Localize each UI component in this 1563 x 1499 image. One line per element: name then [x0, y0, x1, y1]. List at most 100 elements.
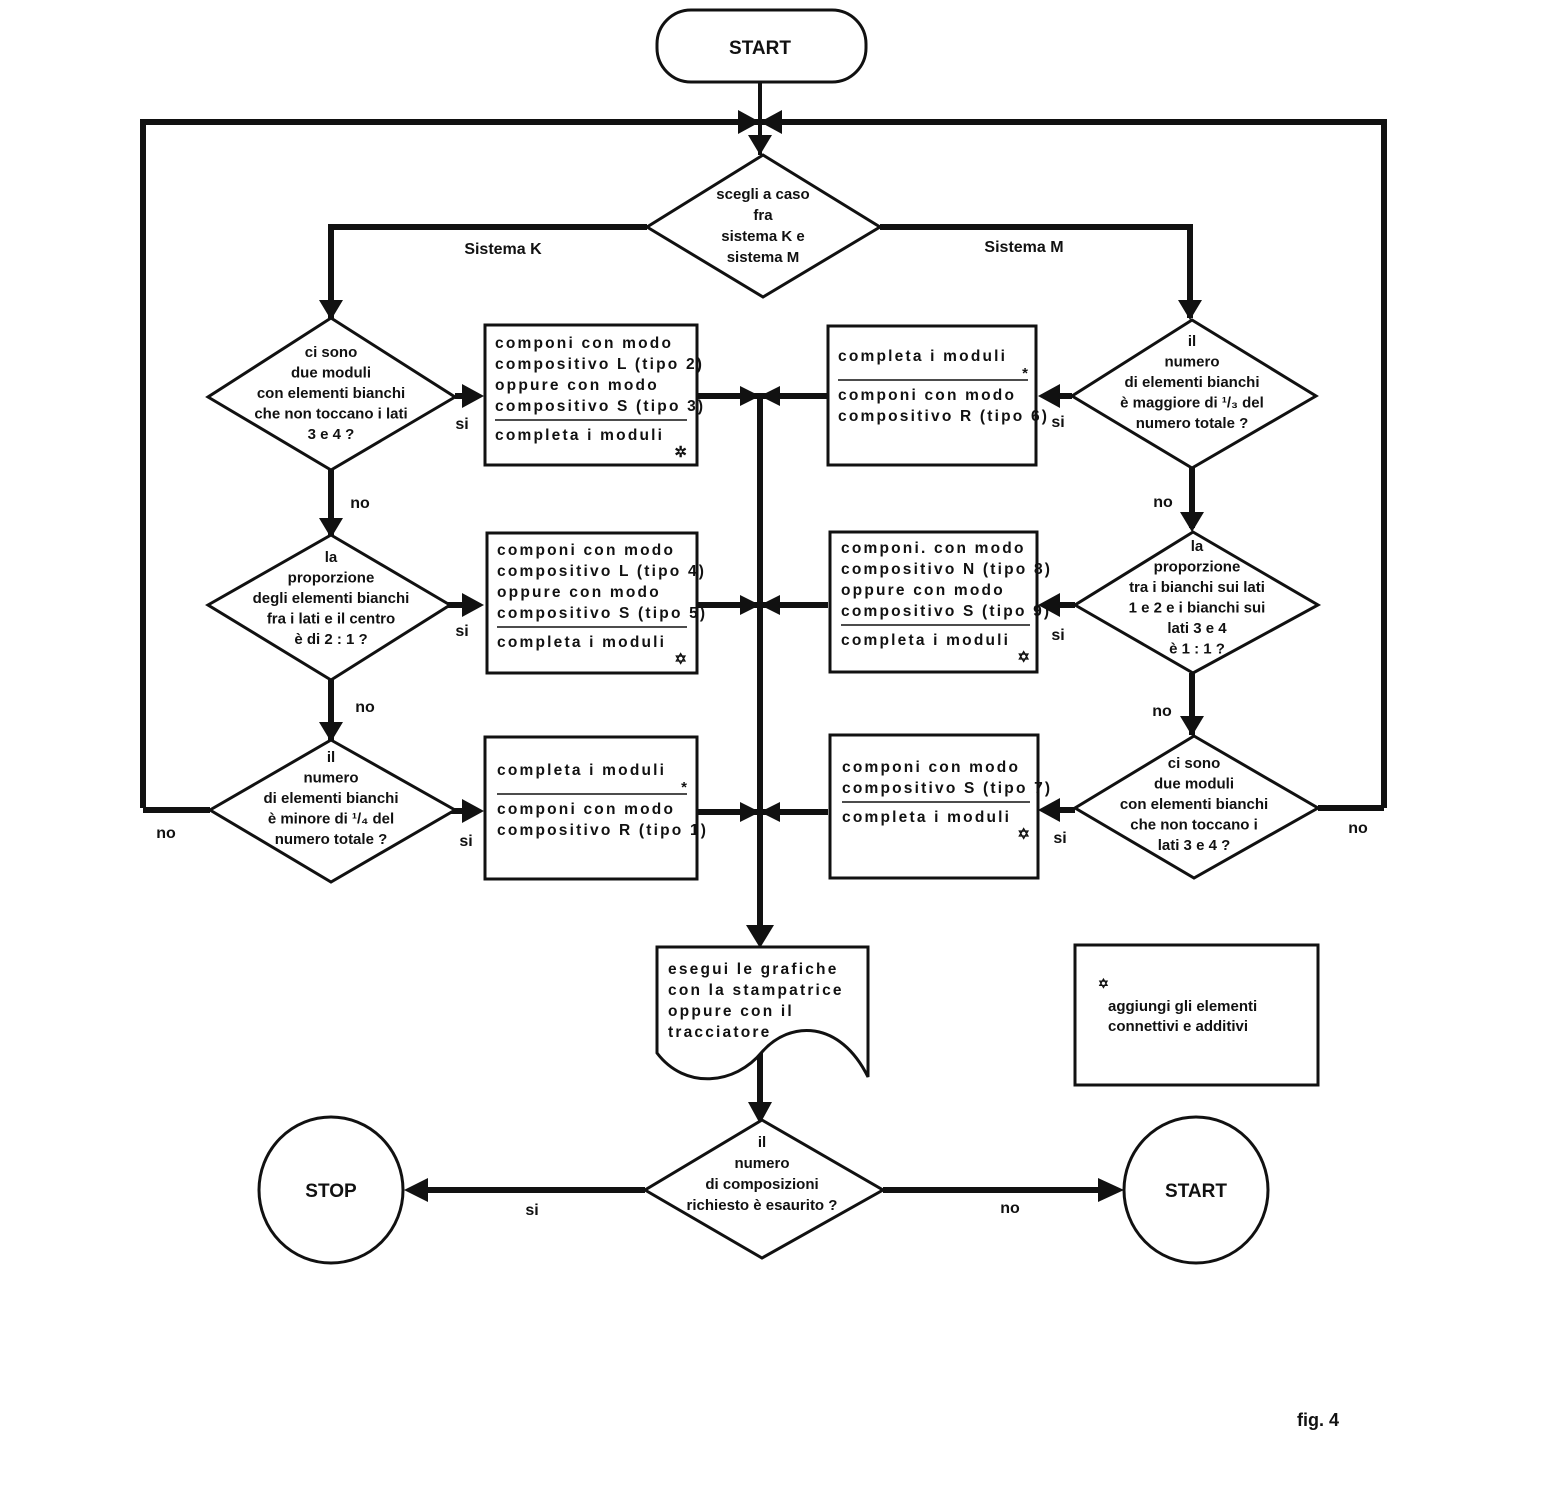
- text-line: il: [327, 749, 335, 766]
- text-line: la: [1191, 538, 1204, 555]
- text-line: il: [758, 1134, 766, 1151]
- text-line: è maggiore di ¹/₃ del: [1120, 395, 1264, 412]
- text-line: numero totale ?: [275, 831, 388, 848]
- restart-terminal: START: [1122, 1115, 1270, 1265]
- text-line: con la stampatrice: [668, 982, 844, 999]
- arrowheads: [319, 110, 1204, 1202]
- process-box-content: completa i moduli*componi con modocompos…: [497, 762, 708, 839]
- text-line: 3 e 4 ?: [308, 426, 355, 443]
- stop-terminal: STOP: [257, 1115, 405, 1265]
- arrowhead-right-icon: [1098, 1178, 1124, 1202]
- arrowhead-right-icon: [462, 799, 484, 823]
- text-line: oppure con il: [668, 1003, 794, 1020]
- asterisk-mark-icon: *: [1022, 365, 1028, 382]
- box-text-line: compositivo R (tipo 1): [497, 822, 708, 839]
- process-box-content: completa i moduli*componi con modocompos…: [838, 348, 1047, 425]
- text-line: è 1 : 1 ?: [1169, 641, 1225, 658]
- box-text-line: componi con modo: [497, 542, 675, 559]
- label-no: no: [1348, 820, 1368, 837]
- asterisk-mark-icon: ✡: [1017, 826, 1030, 843]
- text-line: che non toccano i lati: [254, 406, 407, 423]
- text-line: ci sono: [305, 344, 358, 361]
- box-text-line: compositivo S (tipo 9): [841, 603, 1051, 620]
- text-line: aggiungi gli elementi: [1108, 998, 1257, 1015]
- label-no: no: [1000, 1200, 1020, 1217]
- junction-arrow-icon: [760, 595, 780, 615]
- text-line: che non toccano i: [1130, 817, 1258, 834]
- label-si: si: [525, 1202, 538, 1219]
- stop-terminal-shape: [257, 1115, 405, 1265]
- label-no: no: [156, 825, 176, 842]
- asterisk-mark-icon: *: [681, 779, 687, 796]
- box-text-line: componi. con modo: [841, 540, 1026, 557]
- box-text-line: compositivo S (tipo 5): [497, 605, 707, 622]
- text-line: degli elementi bianchi: [253, 590, 410, 607]
- connector-to-sistema-m: [880, 224, 1193, 318]
- decision-left-3: il numero di elementi bianchi è minore di ¹…: [207, 738, 459, 884]
- arrowhead-left-icon: [1038, 798, 1060, 822]
- decision-shape: [1072, 734, 1322, 880]
- box-text-line: compositivo N (tipo 8): [841, 561, 1052, 578]
- arrowhead-down-icon: [1180, 512, 1204, 532]
- decision-shape: [1069, 318, 1319, 470]
- arrowhead-down-icon: [748, 1102, 772, 1124]
- text-line: sistema M: [727, 249, 800, 266]
- decision-shape: [205, 316, 458, 472]
- label-si: si: [1051, 414, 1064, 431]
- label-no: no: [355, 699, 375, 716]
- decision-shape: [642, 1118, 887, 1260]
- restart-terminal-label: START: [1165, 1181, 1227, 1202]
- arrowhead-down-icon: [1178, 300, 1202, 320]
- legend-shape: [1073, 943, 1320, 1087]
- text-line: numero: [1164, 354, 1219, 371]
- label-si: si: [1053, 830, 1066, 847]
- process-box-content: componi. con modo compositivo N (tipo 8) o…: [841, 540, 1052, 666]
- junction-arrow-icon: [740, 595, 760, 615]
- text-line: 1 e 2 e i bianchi sui: [1129, 600, 1266, 617]
- arrowhead-down-icon: [1180, 716, 1204, 736]
- branch-label-sistema-k: Sistema K: [464, 241, 542, 258]
- box-text-line: oppure con modo: [841, 582, 1005, 599]
- text-line: numero: [734, 1155, 789, 1172]
- label-si: si: [455, 416, 468, 433]
- process-box-shape: [485, 531, 699, 675]
- box-text-line: componi con modo: [842, 759, 1020, 776]
- junction-arrow-icon: [760, 802, 780, 822]
- process-box-shape: [483, 735, 699, 881]
- branch-label-sistema-m: Sistema M: [984, 239, 1063, 256]
- text-line: di elementi bianchi: [263, 790, 398, 807]
- start-terminal: START: [655, 8, 868, 84]
- box-text-line: completa i moduli: [497, 762, 666, 779]
- restart-terminal-shape: [1122, 1115, 1270, 1265]
- stop-terminal-label: STOP: [305, 1181, 357, 1202]
- arrowhead-down-icon: [319, 518, 343, 538]
- junction-arrow-icon: [740, 802, 760, 822]
- text-line: di elementi bianchi: [1124, 374, 1259, 391]
- start-terminal-label: START: [729, 38, 791, 59]
- text-line: è minore di ¹/₄ del: [268, 811, 394, 828]
- asterisk-mark-icon: ✡: [1017, 649, 1030, 666]
- decision-text: il numero di elementi bianchi è minore di ¹…: [263, 749, 398, 848]
- legend-mark-icon: ✡: [1098, 976, 1109, 991]
- box-text-line: oppure con modo: [495, 377, 659, 394]
- box-text-line: completa i moduli: [497, 634, 666, 651]
- decision-shape: [644, 153, 883, 299]
- label-no: no: [1152, 703, 1172, 720]
- process-box-shape: [828, 733, 1040, 880]
- arrowhead-right-icon: [462, 593, 484, 617]
- process-box-shape: [828, 530, 1039, 674]
- text-line: la: [325, 549, 338, 566]
- branch-labels: si si si si si si no no no no no no si n…: [156, 414, 1368, 1219]
- text-line: numero: [303, 770, 358, 787]
